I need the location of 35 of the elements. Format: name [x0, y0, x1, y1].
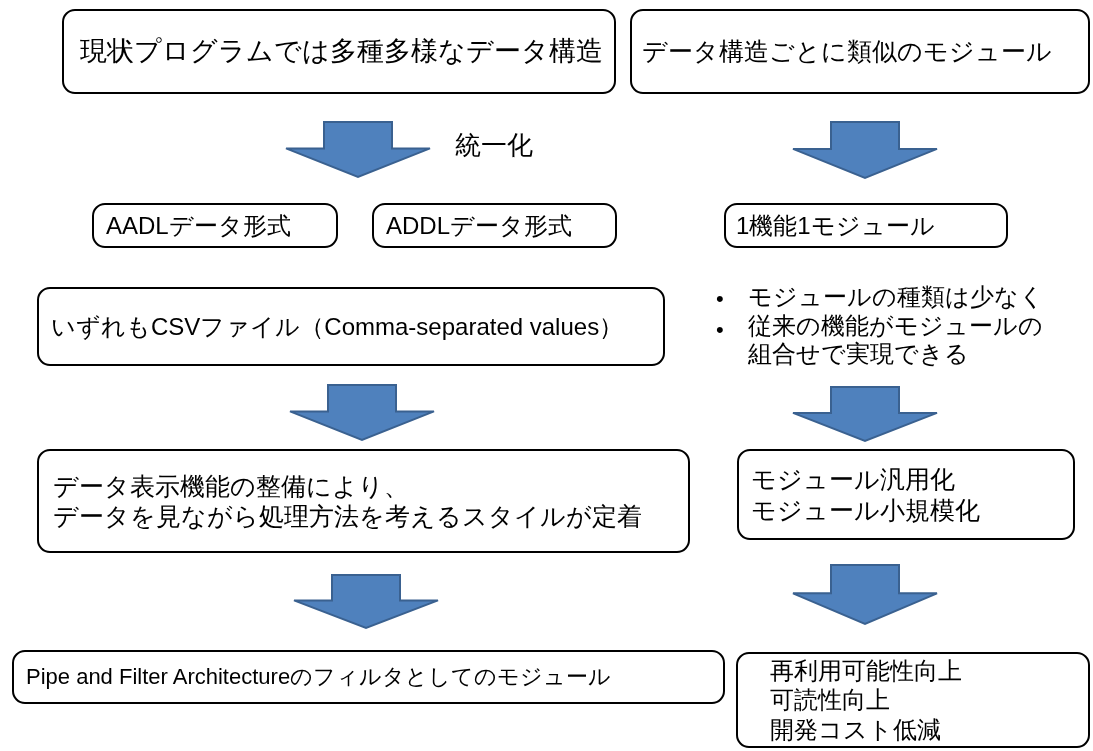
box-text: データ表示機能の整備により、 — [53, 470, 410, 501]
rounded-box — [37, 449, 690, 553]
box-text: モジュール小規模化 — [751, 494, 981, 525]
block-arrow — [285, 121, 431, 179]
edge-label: 統一化 — [455, 129, 533, 162]
bullet-item: 従来の機能がモジュールの組合せで実現できる — [748, 311, 1044, 370]
box-text: Pipe and Filter Architectureのフィルタとしてのモジュール — [26, 663, 613, 691]
block-arrow — [792, 386, 938, 443]
rounded-box — [62, 9, 616, 94]
box-text: ADDLデータ形式 — [386, 210, 574, 241]
rounded-box — [37, 287, 665, 366]
block-arrow — [293, 574, 439, 630]
rounded-box — [630, 9, 1090, 94]
box-text: データを見ながら処理方法を考えるスタイルが定着 — [53, 501, 643, 532]
rounded-box — [92, 203, 338, 248]
rounded-box — [736, 652, 1090, 748]
box-text: 開発コスト低減 — [770, 714, 942, 744]
rounded-box — [12, 650, 725, 704]
box-text: 現状プログラムでは多種多様なデータ構造 — [80, 35, 604, 68]
box-text: モジュール汎用化 — [751, 464, 956, 495]
bullet-mark: • — [716, 319, 724, 341]
box-text: 可読性向上 — [770, 685, 891, 715]
block-arrow — [792, 121, 938, 180]
box-text: 再利用可能性向上 — [770, 656, 963, 686]
box-text: データ構造ごとに類似のモジュール — [642, 36, 1053, 67]
rounded-box — [372, 203, 617, 248]
box-text: AADLデータ形式 — [106, 210, 292, 241]
bullet-mark: • — [716, 288, 724, 310]
rounded-box — [724, 203, 1008, 248]
block-arrow — [289, 384, 435, 442]
box-text: いずれもCSVファイル（Comma-separated values） — [51, 311, 625, 342]
block-arrow — [792, 564, 938, 626]
bullet-item: モジュールの種類は少なく — [748, 282, 1045, 312]
rounded-box — [737, 449, 1075, 540]
box-text: 1機能1モジュール — [736, 210, 936, 241]
